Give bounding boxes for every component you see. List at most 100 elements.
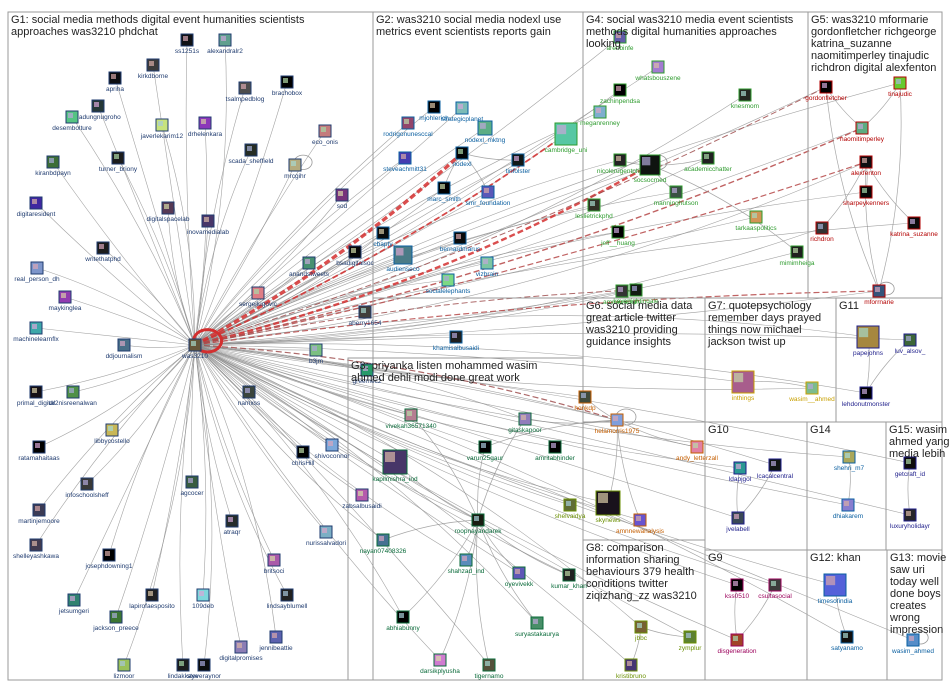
node-disgeneration[interactable]: disgeneration	[717, 633, 757, 655]
node-scada_sheffield[interactable]: scada_sheffield	[228, 143, 274, 165]
node-oyevivekk[interactable]: oyevivekk	[505, 566, 534, 588]
node-khamisalbusaidi[interactable]: khamisalbusaidi	[433, 330, 479, 352]
node-abhiabunny[interactable]: abhiabunny	[386, 610, 421, 632]
node-mimimheiga[interactable]: mimimheiga	[779, 245, 815, 267]
node-socsocmed[interactable]: socsocmed	[634, 154, 667, 184]
node-strategicplanet[interactable]: strategicplanet	[441, 101, 483, 123]
node-dr2nisreenalwan[interactable]: dr2nisreenalwan	[49, 385, 97, 407]
node-tinfolster[interactable]: tinfolster	[506, 153, 531, 175]
node-lindakkaye[interactable]: lindakkaye	[168, 658, 199, 680]
node-primal_digital[interactable]: primal_digital	[17, 385, 56, 407]
node-satyanamo[interactable]: satyanamo	[831, 630, 863, 652]
node-darsikplyusha[interactable]: darsikplyusha	[420, 653, 460, 675]
node-csultasocial[interactable]: csultasocial	[758, 578, 792, 600]
node-bsadigitalsoc[interactable]: bsadigitalsoc	[336, 245, 375, 267]
node-apriha[interactable]: apriha	[106, 71, 124, 93]
node-andy_letterzall[interactable]: andy_letterzall	[676, 440, 719, 462]
node-shehri_m7[interactable]: shehri_m7	[834, 450, 865, 472]
node-manninghutson[interactable]: manninghutson	[654, 185, 699, 207]
node-gitaskapoor[interactable]: gitaskapoor	[508, 412, 543, 434]
node-lcacalcentral[interactable]: lcacalcentral	[757, 458, 794, 480]
node-jbbc[interactable]: jbbc	[634, 620, 648, 642]
node-109deb[interactable]: 109deb	[192, 588, 214, 610]
node-lapirofaesposito[interactable]: lapirofaesposito	[129, 588, 175, 610]
node-greemec2[interactable]: greemec2	[353, 363, 382, 385]
node-whatsbouszene[interactable]: whatsbouszene	[634, 60, 681, 82]
node-ss1251s[interactable]: ss1251s	[175, 33, 200, 55]
node-machinelearnflx[interactable]: machinelearnflx	[13, 321, 60, 343]
node-getcraft_id[interactable]: getcraft_id	[895, 456, 926, 478]
node-jeff__huang[interactable]: jeff__huang	[600, 225, 635, 247]
node-academicchatter[interactable]: academicchatter	[684, 151, 733, 173]
node-steveachmitt31[interactable]: steveachmitt31	[383, 151, 427, 173]
node-shivoconnor[interactable]: shivoconnor	[314, 438, 350, 460]
node-knesmom[interactable]: knesmom	[731, 88, 759, 110]
node-leslietrickphd[interactable]: leslietrickphd	[575, 198, 613, 220]
node-ddjournalism[interactable]: ddjournalism	[106, 338, 143, 360]
node-kristibruno[interactable]: kristibruno	[616, 658, 646, 680]
node-luxuryholidayr[interactable]: luxuryholidayr	[890, 508, 931, 530]
node-b3jm[interactable]: b3jm	[309, 343, 323, 365]
node-roopnayandarek[interactable]: roopnayandarek	[455, 513, 503, 535]
node-alexfenton[interactable]: alexfenton	[851, 155, 881, 177]
node-wasim_ahmed[interactable]: wasim_ahmed	[891, 633, 934, 655]
node-libbycostello[interactable]: libbycostello	[94, 423, 130, 445]
node-josephdowning1[interactable]: josephdowning1	[85, 548, 133, 570]
node-shelvaidya[interactable]: shelvaidya	[555, 498, 586, 520]
node-shahzad_ind[interactable]: shahzad_ind	[448, 553, 485, 575]
node-ratamahaitaas[interactable]: ratamahaitaas	[18, 440, 60, 462]
node-jennibeattie[interactable]: jennibeattie	[258, 630, 293, 652]
node-sergejlugovic[interactable]: sergejlugovic	[239, 286, 278, 308]
node-timesofindia[interactable]: timesofindia	[818, 573, 853, 605]
node-lizmoor[interactable]: lizmoor	[114, 658, 136, 680]
node-jetsumgeri[interactable]: jetsumgeri	[58, 593, 89, 615]
node-maykinglea[interactable]: maykinglea	[49, 290, 82, 312]
node-nurissalvadori[interactable]: nurissalvadori	[306, 525, 346, 547]
node-kayenightingale[interactable]: kayenightingale	[613, 283, 659, 305]
node-tinajudic[interactable]: tinajudic	[888, 76, 913, 98]
node-naomitimperley[interactable]: naomitimperley	[840, 121, 885, 143]
node-tarkaaspolitics[interactable]: tarkaaspolitics	[735, 210, 777, 232]
node-gordonfletcher[interactable]: gordonfletcher	[805, 80, 848, 102]
node-cbapty[interactable]: cbapty	[373, 226, 393, 248]
node-dadungnugroho[interactable]: dadungnugroho	[75, 99, 121, 121]
node-skynews[interactable]: skynews	[595, 490, 622, 524]
node-sharpeykenners[interactable]: sharpeykenners	[843, 185, 890, 207]
node-digitalpromises[interactable]: digitalpromises	[219, 640, 263, 662]
node-mjohlerich[interactable]: mjohlerich	[419, 100, 449, 122]
node-rodrigonunesccal[interactable]: rodrigonunesccal	[383, 116, 433, 138]
node-wasim__ahmed[interactable]: wasim__ahmed	[788, 381, 835, 403]
node-varun25gaur[interactable]: varun25gaur	[467, 440, 504, 462]
node-atraqr[interactable]: atraqr	[224, 514, 242, 536]
node-anandstweets[interactable]: anandstweets	[289, 256, 330, 278]
node-zabsalbusaidi[interactable]: zabsalbusaidi	[342, 488, 382, 510]
node-cambridge_uni[interactable]: cambridge_uni	[545, 122, 588, 154]
node-digitaresident[interactable]: digitaresident	[17, 196, 56, 218]
node-chrisHill[interactable]: chrisHill	[292, 445, 315, 467]
node-kss0510[interactable]: kss0510	[725, 578, 750, 600]
node-steveraynor[interactable]: steveraynor	[187, 658, 222, 680]
node-kapilmishra_ind[interactable]: kapilmishra_ind	[372, 449, 418, 483]
node-luv_alsov_[interactable]: luv_alsov_	[895, 333, 926, 355]
node-nicolerugentphd[interactable]: nicolerugentphd	[597, 153, 644, 175]
node-infoschoolsheff[interactable]: infoschoolsheff	[65, 477, 109, 499]
node-vivekah36571340[interactable]: vivekah36571340	[386, 408, 437, 430]
node-nodexl[interactable]: nodexl	[452, 146, 472, 168]
node-ldapjgol[interactable]: ldapjgol	[729, 461, 752, 483]
node-namxss[interactable]: namxss	[238, 385, 261, 407]
node-dhiakarem[interactable]: dhiakarem	[833, 498, 863, 520]
node-nayan07408326[interactable]: nayan07408326	[360, 533, 407, 555]
node-martinjemoore[interactable]: martinjemoore	[18, 503, 60, 525]
node-drhelenkara[interactable]: drhelenkara	[188, 116, 223, 138]
node-shelleyashkawa[interactable]: shelleyashkawa	[13, 538, 59, 560]
node-zachinpendsa[interactable]: zachinpendsa	[600, 83, 640, 105]
node-brachobox[interactable]: brachobox	[272, 75, 303, 97]
node-mrcgihr[interactable]: mrcgihr	[284, 158, 307, 180]
node-jackson_preece[interactable]: jackson_preece	[92, 610, 139, 632]
node-socialelephants[interactable]: socialelephants	[426, 273, 472, 295]
node-honkdp[interactable]: honkdp	[574, 390, 596, 412]
node-desembolture[interactable]: desembolture	[52, 110, 92, 132]
node-tigernamo[interactable]: tigernamo	[475, 658, 504, 680]
node-tsalmpedblog[interactable]: tsalmpedblog	[226, 81, 265, 103]
node-amnawadaily[interactable]: amnawadaily	[603, 284, 642, 306]
